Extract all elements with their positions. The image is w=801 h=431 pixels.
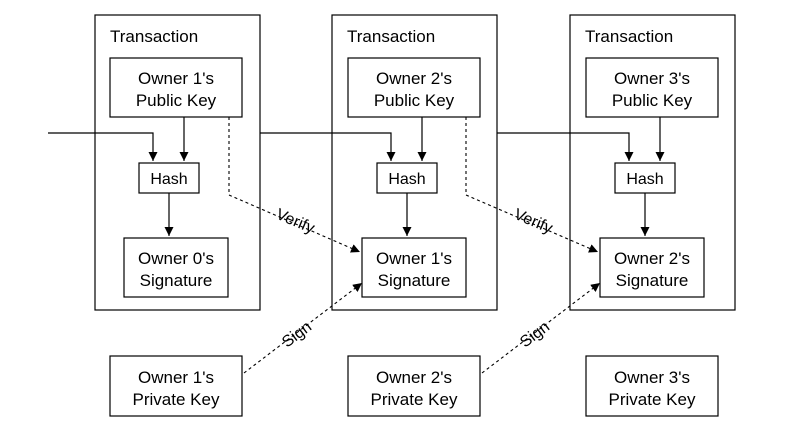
chain-edges [48,132,634,161]
transaction-3: Transaction Owner 3's Public Key Hash Ow… [569,14,736,311]
signature-box: Owner 0's Signature [123,237,229,298]
verify-label: Verify [273,206,316,237]
sign-edges [243,282,601,374]
svg-text:Public Key: Public Key [374,91,455,110]
svg-text:Private Key: Private Key [371,390,458,409]
signature-box: Owner 2's Signature [599,237,705,298]
svg-text:Owner 3's: Owner 3's [614,69,690,88]
svg-text:Signature: Signature [616,271,689,290]
signature-box: Owner 1's Signature [361,237,467,298]
transaction-2: Transaction Owner 2's Public Key Hash Ow… [331,14,498,311]
svg-text:Hash: Hash [150,171,187,188]
hash-box: Hash [376,162,438,194]
svg-text:Owner 0's: Owner 0's [138,249,214,268]
svg-text:Owner 2's: Owner 2's [376,69,452,88]
verify-label: Verify [511,206,554,237]
transaction-1: Transaction Owner 1's Public Key Hash Ow… [94,14,261,311]
transaction-title: Transaction [110,27,198,46]
svg-text:Signature: Signature [378,271,451,290]
svg-text:Public Key: Public Key [612,91,693,110]
svg-text:Owner 1's: Owner 1's [138,69,214,88]
svg-text:Private Key: Private Key [133,390,220,409]
private-key-box-3: Owner 3's Private Key [585,355,719,417]
public-key-box: Owner 1's Public Key [109,57,243,118]
svg-text:Private Key: Private Key [609,390,696,409]
hash-box: Hash [138,162,200,194]
svg-text:Owner 3's: Owner 3's [614,368,690,387]
svg-text:Owner 1's: Owner 1's [376,249,452,268]
public-key-box: Owner 2's Public Key [347,57,481,118]
hash-box: Hash [614,162,676,194]
svg-text:Hash: Hash [388,171,425,188]
transaction-title: Transaction [585,27,673,46]
private-key-box-2: Owner 2's Private Key [347,355,481,417]
svg-text:Owner 2's: Owner 2's [614,249,690,268]
verify-edges [228,117,599,253]
transaction-title: Transaction [347,27,435,46]
svg-text:Public Key: Public Key [136,91,217,110]
svg-text:Signature: Signature [140,271,213,290]
private-key-box-1: Owner 1's Private Key [109,355,243,417]
svg-text:Hash: Hash [626,171,663,188]
sign-label: Sign [279,318,315,351]
public-key-box: Owner 3's Public Key [585,57,719,118]
svg-text:Owner 2's: Owner 2's [376,368,452,387]
internal-edges [164,117,665,236]
sign-label: Sign [517,318,553,351]
svg-text:Owner 1's: Owner 1's [138,368,214,387]
